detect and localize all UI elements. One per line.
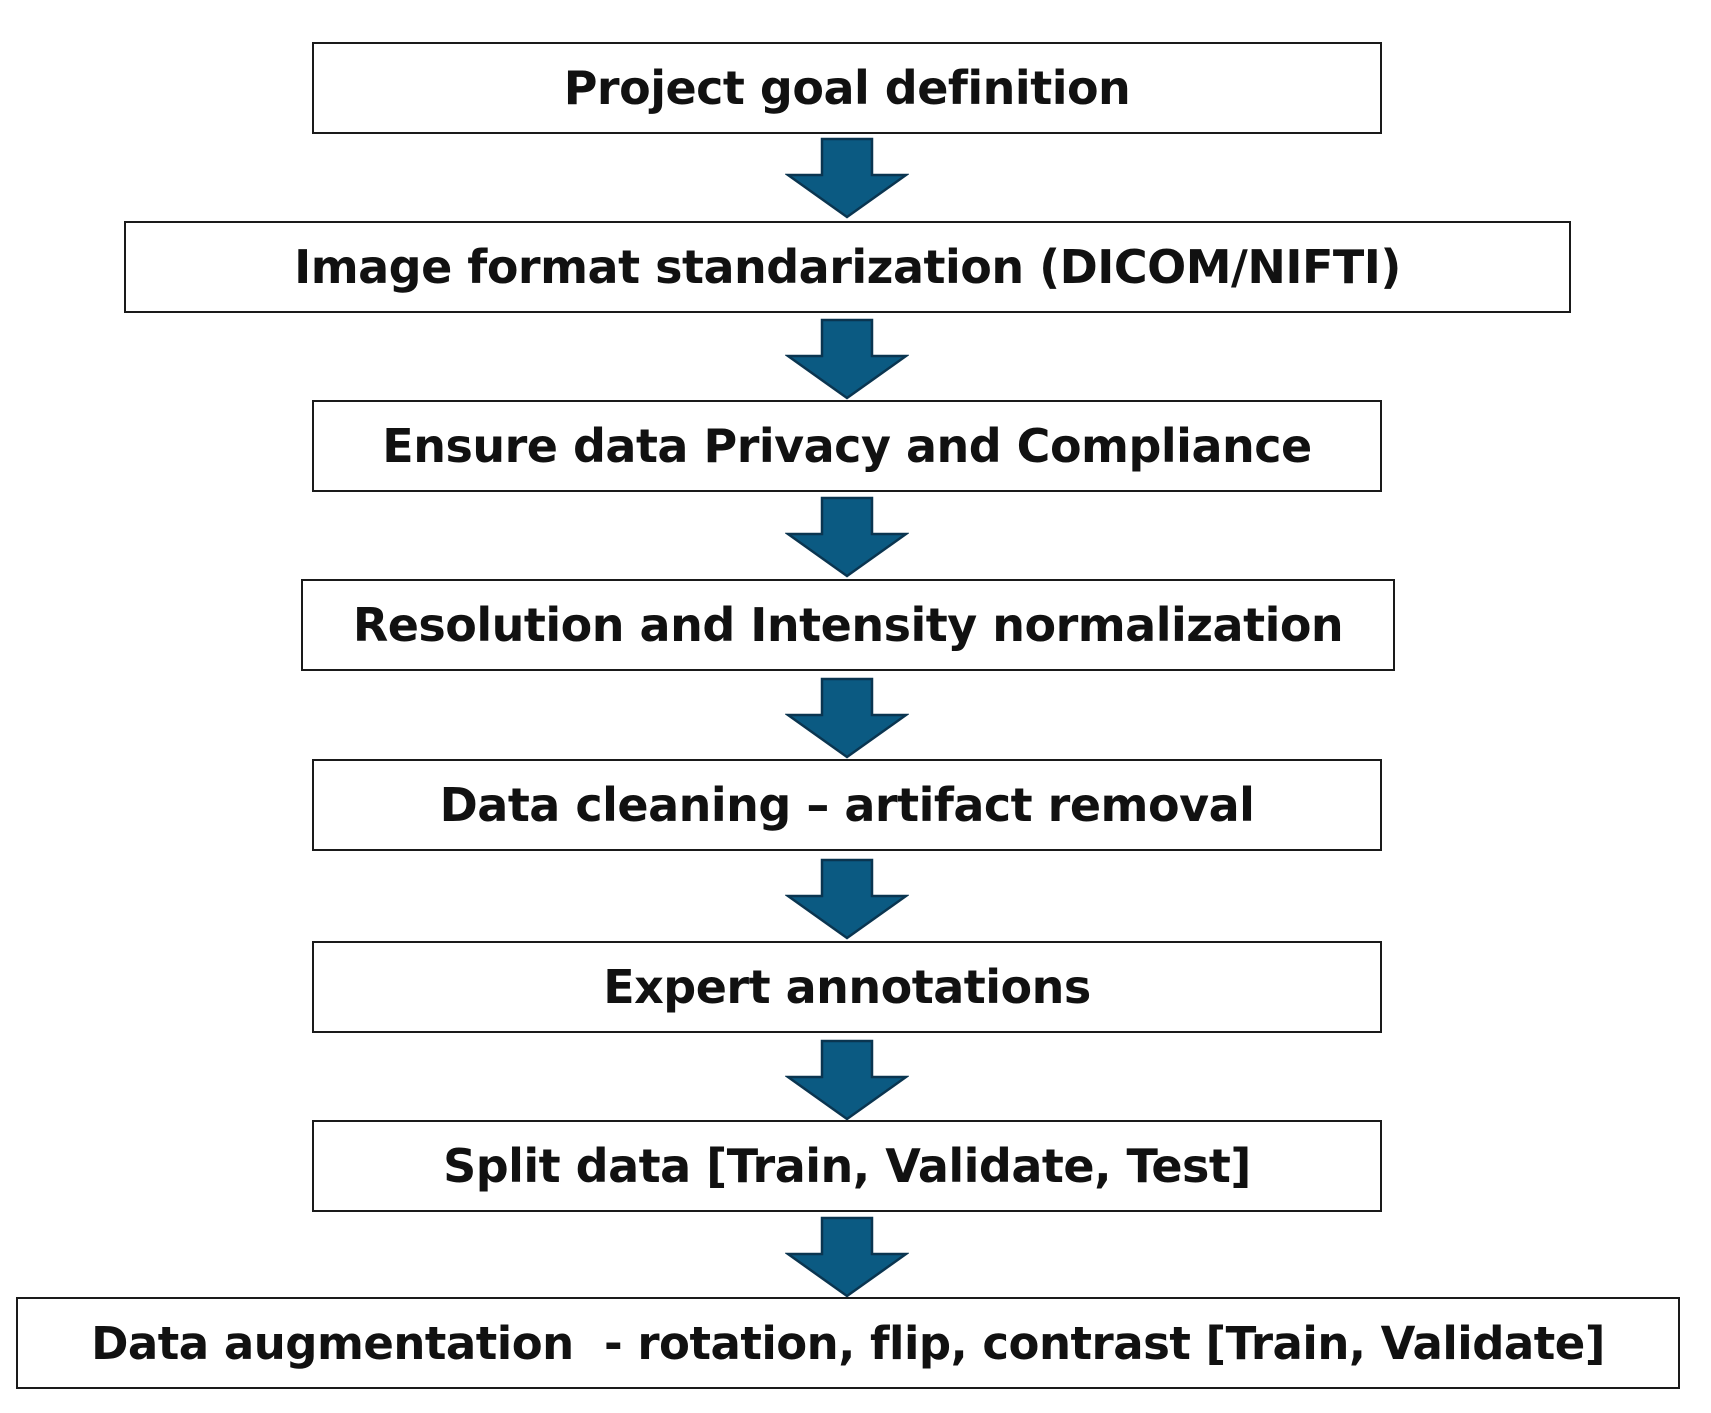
down-arrow-icon xyxy=(785,1216,909,1298)
down-arrow-icon xyxy=(785,1039,909,1121)
step-box-split-data: Split data [Train, Validate, Test] xyxy=(312,1120,1382,1212)
step-box-normalization: Resolution and Intensity normalization xyxy=(301,579,1395,671)
step-label: Project goal definition xyxy=(563,61,1131,115)
step-label: Image format standarization (DICOM/NIFTI… xyxy=(294,240,1401,294)
step-box-privacy-compliance: Ensure data Privacy and Compliance xyxy=(312,400,1382,492)
step-label: Expert annotations xyxy=(603,960,1091,1014)
down-arrow-icon xyxy=(785,318,909,400)
step-box-data-augmentation: Data augmentation - rotation, flip, cont… xyxy=(16,1297,1680,1389)
step-box-data-cleaning: Data cleaning – artifact removal xyxy=(312,759,1382,851)
step-label: Split data [Train, Validate, Test] xyxy=(443,1139,1251,1193)
step-box-expert-annotations: Expert annotations xyxy=(312,941,1382,1033)
down-arrow-icon xyxy=(785,137,909,219)
step-box-image-format: Image format standarization (DICOM/NIFTI… xyxy=(124,221,1571,313)
step-label: Data augmentation - rotation, flip, cont… xyxy=(91,1316,1605,1370)
step-label: Ensure data Privacy and Compliance xyxy=(382,419,1312,473)
down-arrow-icon xyxy=(785,677,909,759)
step-label: Resolution and Intensity normalization xyxy=(352,598,1344,652)
down-arrow-icon xyxy=(785,858,909,940)
step-box-project-goal: Project goal definition xyxy=(312,42,1382,134)
step-label: Data cleaning – artifact removal xyxy=(439,778,1255,832)
down-arrow-icon xyxy=(785,496,909,578)
